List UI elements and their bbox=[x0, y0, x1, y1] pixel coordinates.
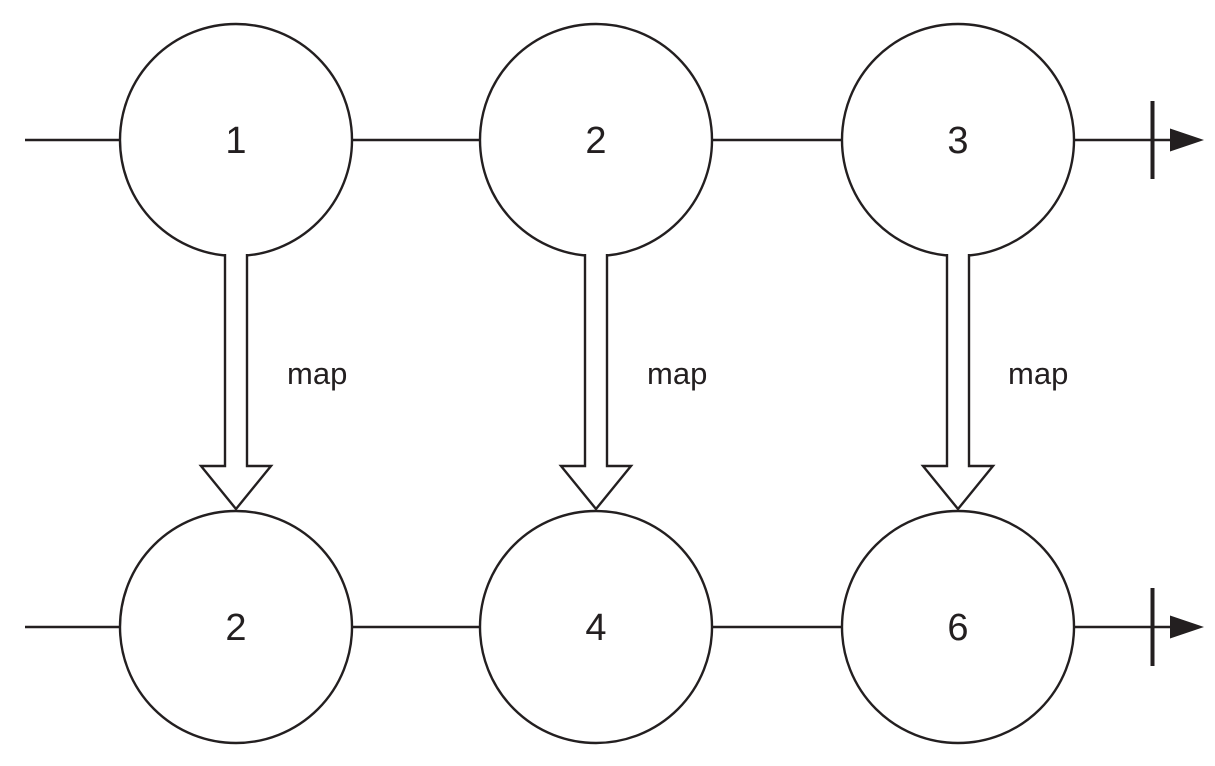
bottom-stream-node-3-label: 6 bbox=[947, 607, 968, 649]
bottom-stream-end-marker bbox=[1074, 588, 1204, 666]
map-operator-1-label: map bbox=[287, 356, 347, 391]
map-arrow-1-icon bbox=[198, 254, 274, 511]
bottom-stream: 2 4 6 bbox=[25, 509, 1204, 745]
map-operator-3-label: map bbox=[1008, 356, 1068, 391]
map-arrow-2-icon bbox=[558, 254, 634, 511]
top-stream: 1 2 3 bbox=[25, 22, 1204, 258]
top-stream-node-1-label: 1 bbox=[225, 120, 246, 162]
top-stream-end-marker bbox=[1074, 101, 1204, 179]
bottom-stream-node-2-label: 4 bbox=[585, 607, 606, 649]
top-stream-node-3-label: 3 bbox=[947, 120, 968, 162]
top-stream-arrowhead-icon bbox=[1170, 128, 1204, 152]
top-stream-node-2-label: 2 bbox=[585, 120, 606, 162]
map-operator-2-label: map bbox=[647, 356, 707, 391]
bottom-stream-node-1-label: 2 bbox=[225, 607, 246, 649]
map-arrow-3-icon bbox=[920, 254, 996, 511]
map-operators: map map map bbox=[198, 254, 1068, 511]
bottom-stream-arrowhead-icon bbox=[1170, 615, 1204, 639]
